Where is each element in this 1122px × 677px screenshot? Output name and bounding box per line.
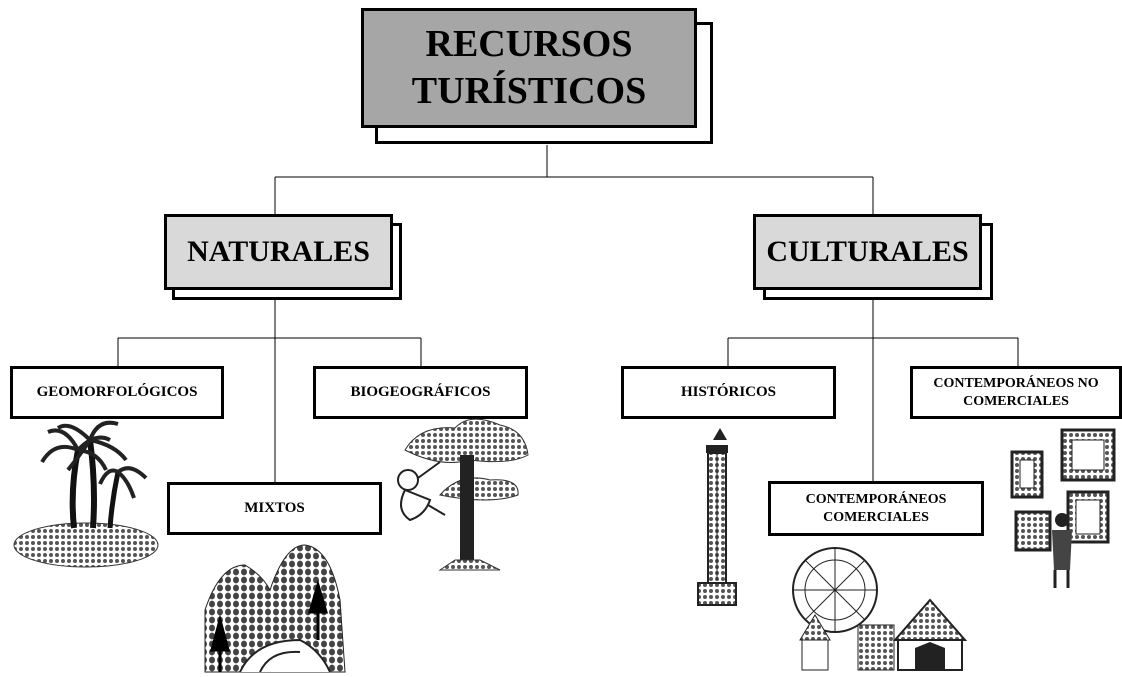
no-comerciales-node: CONTEMPORÁNEOS NO COMERCIALES <box>910 366 1122 419</box>
mixtos-label: MIXTOS <box>244 500 305 517</box>
root-node: RECURSOS TURÍSTICOS <box>361 8 697 128</box>
no-comerciales-label: CONTEMPORÁNEOS NO COMERCIALES <box>933 376 1099 409</box>
geomorfologicos-label: GEOMORFOLÓGICOS <box>36 384 198 401</box>
naturales-node: NATURALES <box>164 214 393 290</box>
comerciales-node: CONTEMPORÁNEOS COMERCIALES <box>768 481 984 536</box>
biogeograficos-node: BIOGEOGRÁFICOS <box>313 366 528 419</box>
culturales-node: CULTURALES <box>753 214 982 290</box>
root-node-label: RECURSOS TURÍSTICOS <box>411 22 647 113</box>
historicos-label: HISTÓRICOS <box>680 384 777 401</box>
naturales-node-label: NATURALES <box>187 235 370 269</box>
comerciales-label: CONTEMPORÁNEOS COMERCIALES <box>805 492 947 525</box>
historicos-node: HISTÓRICOS <box>621 366 836 419</box>
geomorfologicos-node: GEOMORFOLÓGICOS <box>10 366 224 419</box>
biogeograficos-label: BIOGEOGRÁFICOS <box>350 384 491 401</box>
mixtos-node: MIXTOS <box>167 482 382 535</box>
culturales-node-label: CULTURALES <box>766 235 969 269</box>
